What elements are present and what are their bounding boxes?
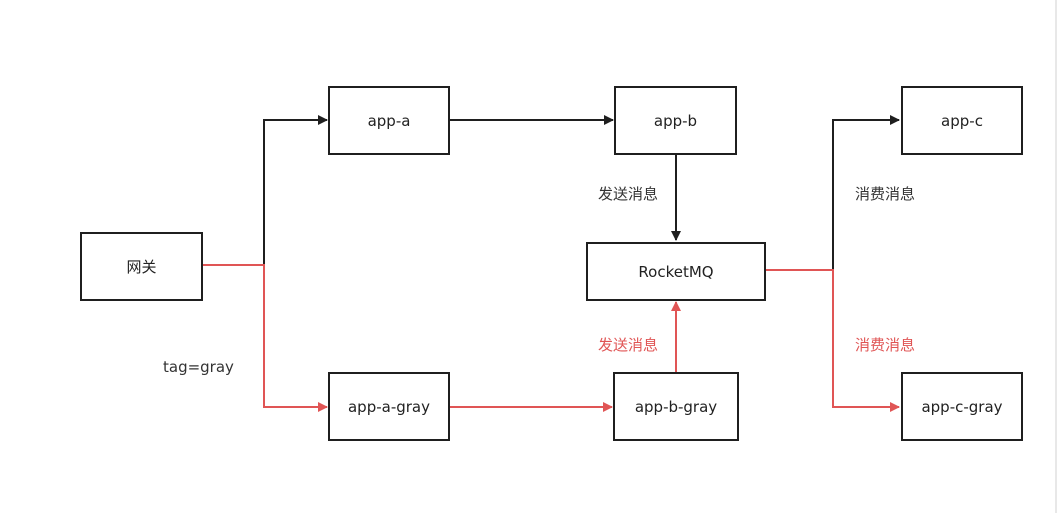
label-send-message-gray: 发送消息 xyxy=(598,336,659,354)
node-app-b: app-b xyxy=(614,86,737,155)
label-tag-gray: tag=gray xyxy=(163,358,234,376)
node-app-a-gray: app-a-gray xyxy=(328,372,450,441)
label-send-message: 发送消息 xyxy=(598,185,659,203)
node-app-a-gray-label: app-a-gray xyxy=(347,397,430,416)
node-app-b-label: app-b xyxy=(653,111,698,130)
node-app-c: app-c xyxy=(901,86,1023,155)
edge-rocketmq-to-app-c xyxy=(832,115,900,270)
edge-gateway-to-app-a xyxy=(263,115,328,265)
node-app-c-label: app-c xyxy=(941,111,983,130)
edge-gateway-to-app-a-gray xyxy=(203,264,328,412)
node-gateway-label: 网关 xyxy=(126,258,157,276)
node-app-b-gray-label: app-b-gray xyxy=(634,397,718,416)
node-rocketmq: RocketMQ xyxy=(586,242,766,301)
node-app-a: app-a xyxy=(328,86,450,155)
node-app-c-gray: app-c-gray xyxy=(901,372,1023,441)
node-app-b-gray: app-b-gray xyxy=(613,372,739,441)
node-app-c-gray-label: app-c-gray xyxy=(921,397,1003,416)
canvas-right-border xyxy=(1055,0,1057,513)
node-app-a-label: app-a xyxy=(367,111,411,130)
node-rocketmq-label: RocketMQ xyxy=(638,262,714,281)
label-consume-message-gray: 消费消息 xyxy=(855,336,916,354)
label-consume-message: 消费消息 xyxy=(855,185,916,203)
edge-rocketmq-to-app-c-gray xyxy=(766,269,900,412)
node-gateway: 网关 xyxy=(80,232,203,301)
